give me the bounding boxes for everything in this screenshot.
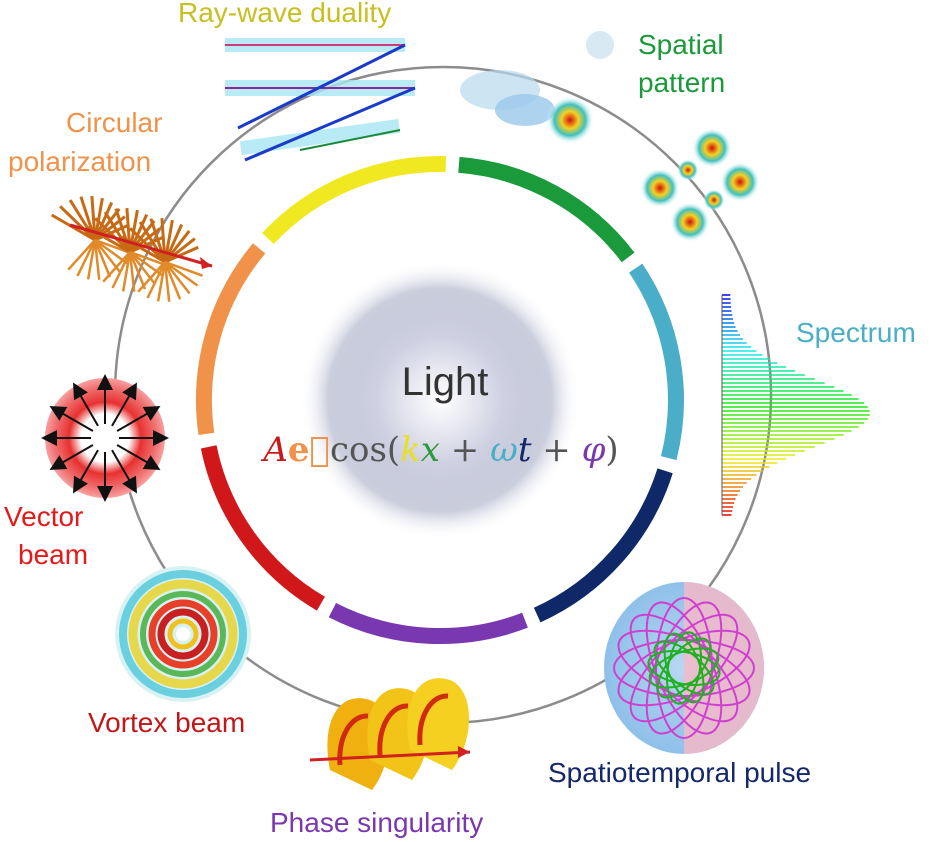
label-phase-singularity: Phase singularity [270, 807, 484, 838]
polarization-vector [129, 250, 169, 267]
polarization-vector [111, 251, 132, 289]
polarization-vector [128, 251, 136, 292]
vector-beam-illustration [41, 374, 169, 502]
ring-segment [533, 468, 673, 623]
label-spectrum: Spectrum [796, 317, 916, 348]
spectrum-illustration [721, 294, 870, 516]
vector-arrow [49, 444, 94, 470]
polarization-vector [164, 260, 199, 287]
polarization-vector [164, 237, 196, 264]
polarization-vector [163, 261, 182, 300]
eq-phi: φ [581, 430, 606, 470]
label-spatial-pattern-line1: Spatial [638, 29, 724, 60]
polarization-vector [128, 251, 147, 290]
vector-arrow [73, 449, 99, 494]
ring-segment [262, 156, 446, 244]
polarization-vector [163, 229, 191, 263]
eq-t: t [517, 430, 532, 470]
vector-arrow [111, 382, 137, 427]
vector-arrow [49, 406, 94, 432]
pulse-loop [617, 629, 751, 707]
polarization-vector [114, 208, 132, 253]
ring-segment [200, 445, 325, 611]
polarization-vector [128, 213, 149, 253]
pulse-loop [613, 639, 755, 697]
vector-arrow [73, 382, 99, 427]
eq-x: x [420, 430, 440, 470]
label-vector-line1: Vector [4, 501, 84, 532]
vortex-beam-illustration [115, 566, 251, 702]
polarization-vector [102, 251, 131, 283]
pulse-loop [655, 597, 713, 739]
polarization-vector [138, 221, 167, 263]
label-vortex-beam: Vortex beam [88, 707, 246, 738]
eq-amplitude: A [263, 430, 288, 470]
eq-plus-1: + [439, 430, 491, 470]
label-circular-line1: Circular [66, 107, 163, 138]
pulse-loop-inner [648, 647, 720, 689]
pulse-loop-inner [653, 640, 715, 696]
ring-segment [328, 602, 528, 645]
pulse-loop-inner [663, 632, 705, 704]
label-circular-line2: polarization [8, 146, 152, 177]
eq-k: k [400, 430, 421, 470]
pulse-loop [645, 601, 723, 735]
polarization-vector [164, 261, 191, 295]
polarization-vector [163, 219, 174, 263]
polarization-vector [76, 239, 97, 277]
polarization-vector [164, 260, 204, 277]
pulse-loop [617, 629, 751, 707]
eq-polarization-vector: e⃗ [287, 430, 330, 470]
label-spatiotemporal-pulse: Spatiotemporal pulse [548, 757, 812, 788]
pulse-loop-inner [647, 650, 721, 686]
pulse-loop-inner [666, 631, 702, 705]
ring-segment [629, 263, 684, 461]
polarization-vector [67, 239, 96, 271]
polarization-vector [156, 261, 167, 302]
eq-omega: ω [490, 430, 518, 470]
polarization-vector [125, 207, 132, 253]
polarization-vector [93, 239, 112, 278]
eq-close: ) [605, 430, 619, 470]
polarization-vector [149, 218, 167, 263]
polarization-vector [93, 239, 101, 280]
circular-polarization-illustration [50, 195, 213, 302]
polarization-vector [137, 261, 166, 293]
label-spatial-pattern-line2: pattern [638, 67, 726, 98]
spatiotemporal-pulse-illustration [604, 582, 764, 754]
polarization-vector [59, 205, 97, 242]
polarization-vector [163, 261, 171, 302]
phase-singularity-illustration [309, 678, 471, 790]
polarization-vector [163, 223, 184, 263]
center-glow [300, 260, 580, 540]
polarization-vector [128, 219, 156, 253]
pulse-loop-inner [656, 637, 712, 699]
polarization-vector [129, 227, 167, 264]
vector-arrow [116, 406, 161, 432]
label-vector-line2: beam [18, 539, 89, 570]
ring-segment [458, 156, 635, 263]
eq-cos: cos( [329, 430, 401, 470]
polarization-vector [94, 217, 132, 254]
center-title: Light [401, 360, 489, 404]
polarization-vector [146, 261, 167, 299]
vector-arrow [116, 444, 161, 470]
spatial-pattern-illustration [460, 31, 760, 242]
vector-arrow [111, 449, 137, 494]
polarization-vector [160, 217, 167, 263]
polarization-vector [68, 199, 97, 241]
label-ray-wave-duality: Ray-wave duality [178, 0, 392, 28]
colored-ring [195, 156, 684, 645]
ray-wave-illustration [225, 38, 416, 162]
polarization-vector [103, 211, 132, 253]
ring-segment [195, 243, 266, 436]
pulse-loop [645, 601, 723, 735]
wave-equation: Ae⃗cos(kx + ωt + φ) [226, 430, 656, 470]
polarization-vector [121, 251, 132, 292]
eq-plus-2: + [531, 430, 582, 470]
polarization-vector [164, 245, 199, 264]
polarization-vector [86, 239, 97, 280]
